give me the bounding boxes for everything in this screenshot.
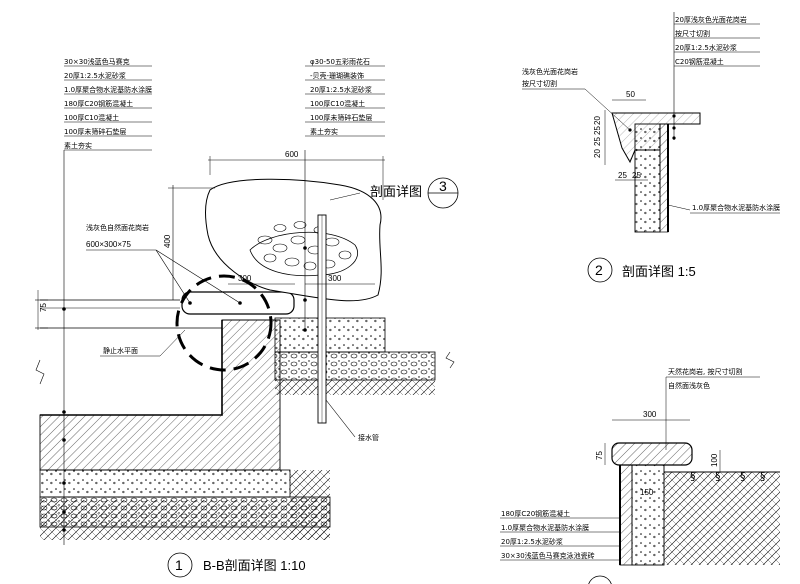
d3-coping-stone	[611, 442, 693, 466]
caption1-number: 1	[175, 557, 183, 573]
caption2-circle	[587, 257, 613, 283]
dim-400: 400	[163, 234, 172, 248]
d2-layer-2: 20厚1:2.5水泥砂浆	[675, 43, 737, 52]
gravel-bed-right	[274, 351, 436, 381]
d3-dim-75: 75	[595, 451, 604, 460]
d2-dim-a: 20	[593, 116, 602, 125]
d3-layer-3: 30×30浅蓝色马赛克泳池瓷砖	[501, 551, 595, 560]
d3-top-label-1: 自然面浅灰色	[668, 381, 710, 390]
pool-wall-concrete	[39, 319, 281, 471]
layer-right-4: 100厚未筛碎石垫层	[310, 113, 372, 122]
stone-size: 600×300×75	[86, 240, 131, 249]
d2-layer-3: C20钢筋混凝土	[675, 57, 724, 66]
layer-left-3: 180厚C20钢筋混凝土	[64, 99, 133, 108]
d2-dim-b: 25	[593, 126, 602, 135]
d2-dim-d: 20	[593, 149, 602, 158]
caption2-number: 2	[595, 262, 603, 278]
d3-top-label-0: 天然花岗岩, 按尺寸切割	[668, 367, 742, 376]
d3-layer-1: 1.0厚聚合物水泥基防水涂膜	[501, 523, 589, 532]
svg-text:§: §	[690, 470, 696, 483]
layer-left-6: 素土夯实	[64, 141, 92, 150]
layer-right-5: 素土夯实	[310, 127, 338, 136]
detail-callout-circle	[175, 274, 273, 372]
d3-dim-100: 100	[710, 453, 719, 467]
layer-left-0: 30×30浅蓝色马赛克	[64, 57, 130, 66]
layer-left-5: 100厚未筛碎石垫层	[64, 127, 126, 136]
layer-left-2: 1.0厚聚合物水泥基防水涂膜	[64, 85, 152, 94]
water-level-label: 静止水平面	[103, 346, 138, 355]
d2-membrane-label: 1.0厚聚合物水泥基防水涂膜	[692, 203, 780, 212]
dim-600: 600	[285, 150, 299, 159]
layer-list-right: φ30-50五彩雨花石 -贝壳-珊瑚礁装饰 20厚1:2.5水泥砂浆 100厚C…	[305, 57, 385, 137]
dim-300b: 300	[328, 274, 342, 283]
svg-text:§: §	[760, 470, 766, 483]
layer-right-0: φ30-50五彩雨花石	[310, 57, 370, 66]
ref-detail3-label: 剖面详图	[370, 184, 422, 199]
concrete-c10	[39, 469, 291, 498]
d2-dim-f: 25	[632, 171, 641, 180]
caption3-number: 3	[596, 582, 604, 584]
d3-layer-0: 180厚C20钢筋混凝土	[501, 509, 570, 518]
concrete-wall	[634, 123, 661, 233]
d2-dim-e: 25	[618, 171, 627, 180]
d3-layer-2: 20厚1:2.5水泥砂浆	[501, 537, 563, 546]
layer-right-1: -贝壳-珊瑚礁装饰	[310, 71, 364, 80]
svg-text:§: §	[715, 470, 721, 483]
d3-concrete-wall	[631, 464, 665, 566]
ref-detail3-number: 3	[439, 178, 447, 194]
d2-layer-1: 按尺寸切割	[675, 29, 710, 38]
layer-right-3: 100厚C10混凝土	[310, 99, 365, 108]
caption1-circle	[167, 552, 193, 578]
d2-dim-50: 50	[626, 90, 635, 99]
layer-left-1: 20厚1:2.5水泥砂浆	[64, 71, 126, 80]
coping-stone	[181, 291, 295, 315]
stone-label: 浅灰色自然面花岗岩	[86, 223, 149, 232]
dim-75: 75	[39, 303, 48, 312]
concrete-right	[274, 317, 386, 353]
drain-label: 接水管	[358, 433, 379, 442]
dim-300: 300	[238, 274, 252, 283]
d3-dim-300: 300	[643, 410, 657, 419]
detail-2-section: 20厚浅灰色光面花岗岩 按尺寸切割 20厚1:2.5水泥砂浆 C20钢筋混凝土 …	[522, 12, 780, 283]
gravel-bed	[39, 496, 331, 528]
detail-3-section: 天然花岗岩, 按尺寸切割 自然面浅灰色 300 § § § § 75 100 150	[500, 367, 780, 584]
d2-stone-label: 浅灰色光面花岗岩	[522, 67, 578, 76]
layer-list-left: 30×30浅蓝色马赛克 20厚1:2.5水泥砂浆 1.0厚聚合物水泥基防水涂膜 …	[64, 57, 152, 151]
layer-left-4: 100厚C10混凝土	[64, 113, 119, 122]
d3-dim-150: 150	[640, 488, 654, 497]
caption3-circle	[588, 575, 612, 584]
layer-right-2: 20厚1:2.5水泥砂浆	[310, 85, 372, 94]
d3-layer-list: 180厚C20钢筋混凝土 1.0厚聚合物水泥基防水涂膜 20厚1:2.5水泥砂浆…	[500, 490, 621, 561]
d2-dim-c: 25	[593, 137, 602, 146]
detail-1-section: 接水管 30×30浅蓝色马赛克 20厚1:2.5水泥砂浆 1.0厚聚合物水泥基防…	[35, 57, 459, 578]
caption1-title: B-B剖面详图 1:10	[203, 558, 306, 573]
d2-layer-0: 20厚浅灰色光面花岗岩	[675, 15, 747, 24]
rock-mound	[205, 178, 382, 302]
caption2-title: 剖面详图 1:5	[622, 264, 696, 279]
d2-stone-label2: 按尺寸切割	[522, 79, 557, 88]
svg-text:§: §	[740, 470, 746, 483]
